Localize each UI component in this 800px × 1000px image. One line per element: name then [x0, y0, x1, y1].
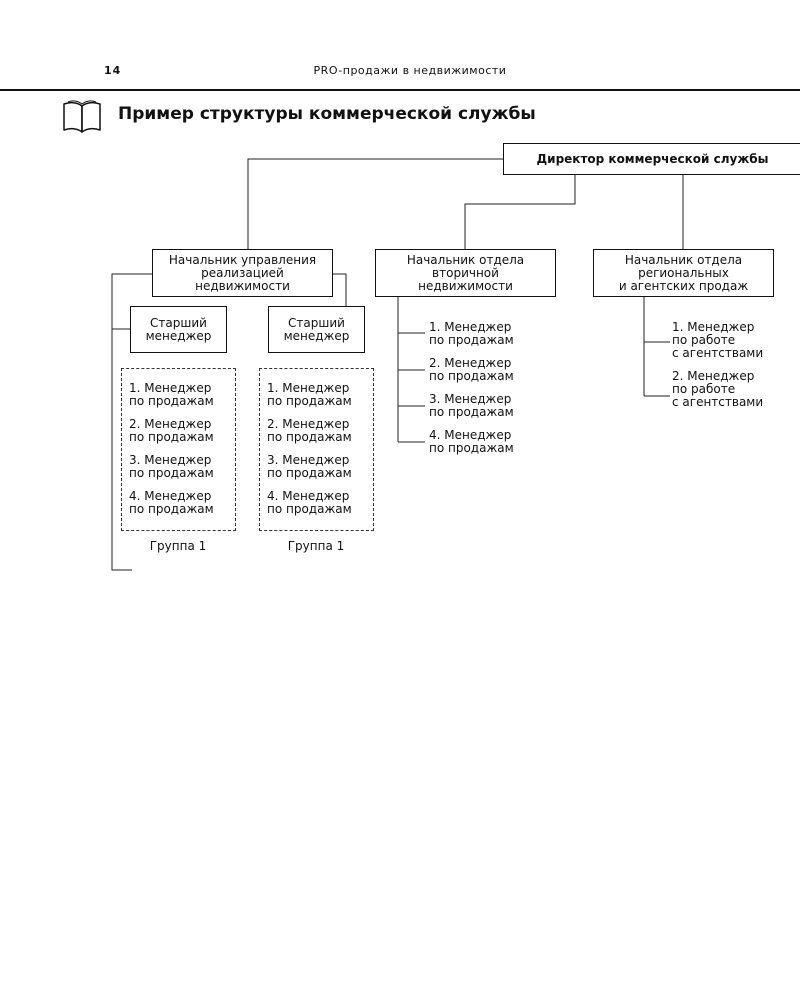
open-book-icon — [63, 100, 101, 133]
list-item: 3. Менеджер по продажам — [129, 453, 214, 480]
senior-manager-box: Старший менеджер — [268, 306, 365, 353]
list-item: 4. Менеджер по продажам — [129, 489, 214, 516]
list-item: 4. Менеджер по продажам — [267, 489, 352, 516]
group-label: Группа 1 — [287, 539, 345, 553]
list-item: 1. Менеджер по продажам — [429, 320, 514, 347]
header-rule — [0, 89, 800, 91]
senior-manager-box: Старший менеджер — [130, 306, 227, 353]
list-item: 3. Менеджер по продажам — [429, 392, 514, 419]
director-box: Директор коммерческой службы — [503, 143, 800, 175]
sales-head-box: Начальник управления реализацией недвижи… — [152, 249, 333, 297]
list-item: 2. Менеджер по продажам — [267, 417, 352, 444]
regional-head-box: Начальник отдела региональных и агентски… — [593, 249, 774, 297]
list-item: 1. Менеджер по продажам — [267, 381, 352, 408]
sales-group-list: 1. Менеджер по продажам 2. Менеджер по п… — [259, 368, 374, 531]
group-label: Группа 1 — [149, 539, 207, 553]
running-header: PRO-продажи в недвижимости — [313, 64, 507, 77]
list-item: 2. Менеджер по продажам — [129, 417, 214, 444]
page-number: 14 — [104, 64, 122, 77]
sales-group-list: 1. Менеджер по продажам 2. Менеджер по п… — [121, 368, 236, 531]
section-title: Пример структуры коммерческой службы — [118, 104, 536, 124]
list-item: 1. Менеджер по работе с агентствами — [672, 320, 764, 360]
list-item: 1. Менеджер по продажам — [129, 381, 214, 408]
list-item: 2. Менеджер по продажам — [429, 356, 514, 383]
regional-managers-list: 1. Менеджер по работе с агентствами 2. М… — [672, 321, 763, 419]
secondary-head-box: Начальник отдела вторичной недвижимости — [375, 249, 556, 297]
secondary-managers-list: 1. Менеджер по продажам 2. Менеджер по п… — [429, 321, 514, 465]
list-item: 2. Менеджер по работе с агентствами — [672, 369, 764, 409]
list-item: 4. Менеджер по продажам — [429, 428, 514, 455]
list-item: 3. Менеджер по продажам — [267, 453, 352, 480]
